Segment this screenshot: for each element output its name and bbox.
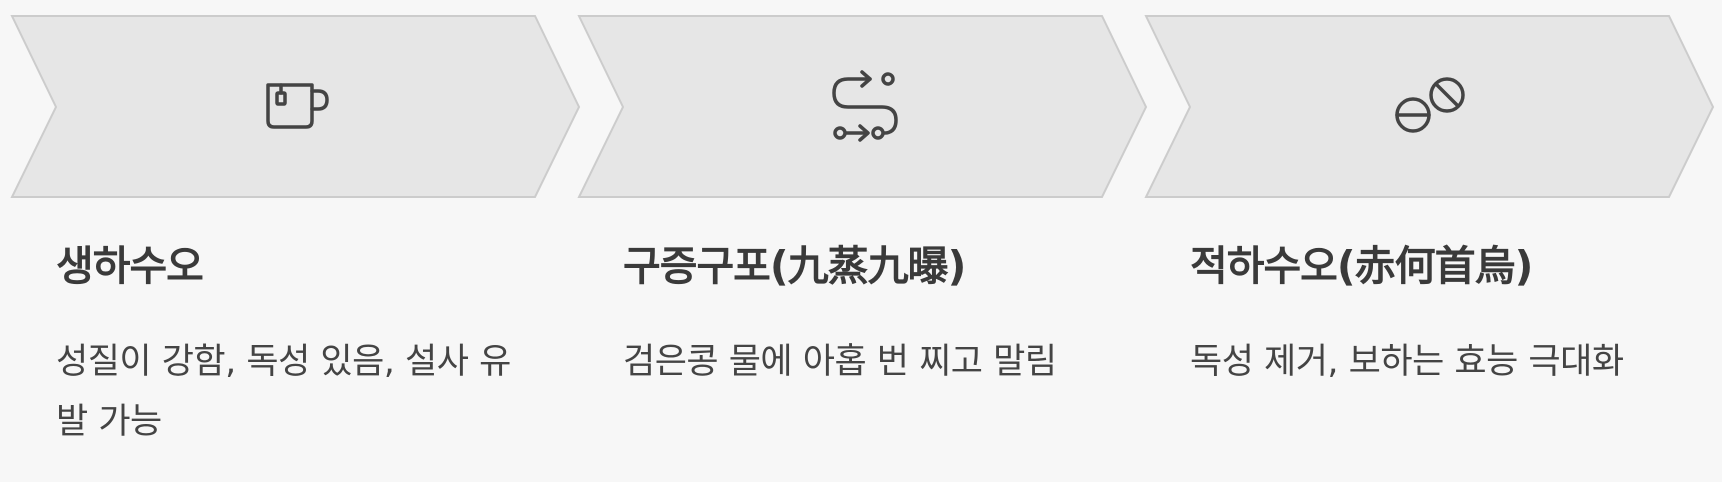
step-1-description: 성질이 강함, 독성 있음, 설사 유발 가능: [56, 342, 511, 442]
step-2-description: 검은콩 물에 아홉 번 찌고 말림: [623, 342, 1057, 382]
step-3-chevron: [1144, 15, 1715, 198]
step-3-description: 독성 제거, 보하는 효능 극대화: [1190, 342, 1624, 382]
step-1-chevron: [10, 15, 581, 198]
step-2-title: 구증구포(九蒸九曝): [623, 242, 966, 290]
tea-mug-icon: [266, 83, 329, 129]
step-3-title: 적하수오(赤何首烏): [1190, 242, 1533, 290]
route-icon: [832, 70, 898, 142]
pills-icon: [1395, 77, 1465, 133]
step-1-title: 생하수오: [56, 242, 204, 290]
